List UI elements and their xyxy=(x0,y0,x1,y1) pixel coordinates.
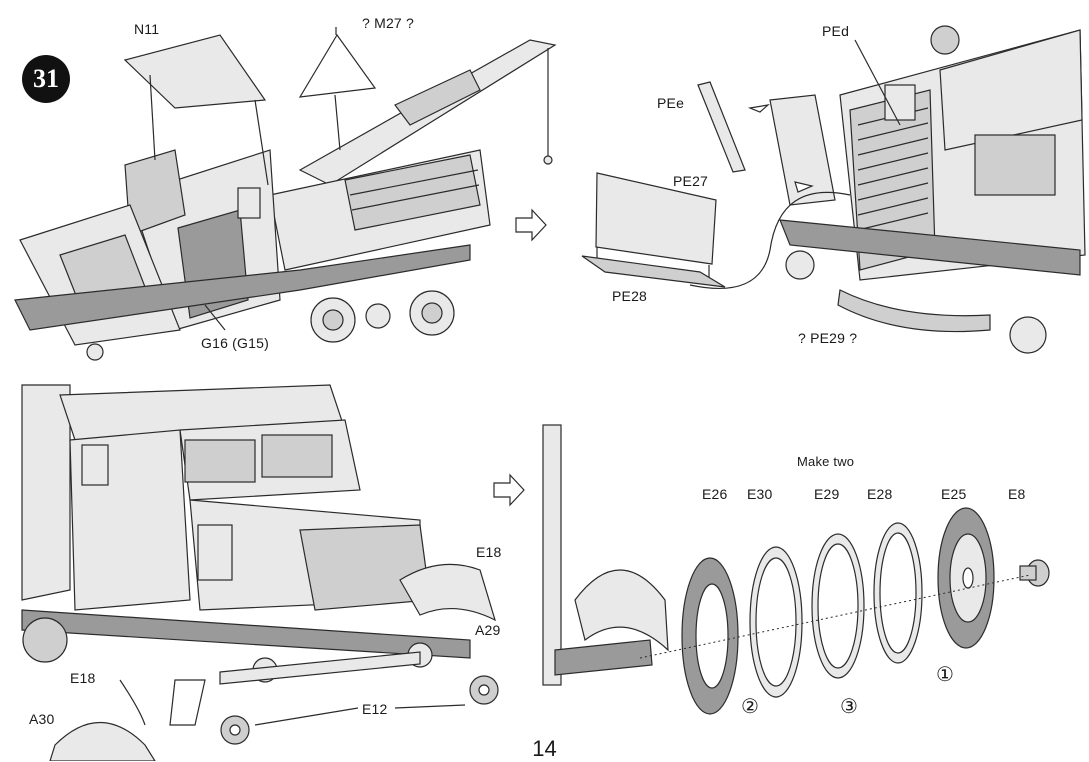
truck-crane-drawing xyxy=(14,27,557,361)
part-label-e8: E8 xyxy=(1008,486,1026,502)
part-label-e29: E29 xyxy=(814,486,840,502)
order-mark-1: ① xyxy=(936,664,955,686)
part-label-n11: N11 xyxy=(134,21,160,37)
part-label-e28: E28 xyxy=(867,486,893,502)
truck-front-drawing xyxy=(21,384,499,761)
part-label-pee: PEe xyxy=(657,95,685,111)
part-label-e18-left: E18 xyxy=(70,670,96,686)
page-number: 14 xyxy=(532,736,557,761)
part-label-a30: A30 xyxy=(29,711,55,727)
part-label-g16: G16 (G15) xyxy=(201,335,269,351)
part-label-pe27: PE27 xyxy=(673,173,709,189)
part-label-pe29: ? PE29 ? xyxy=(798,330,858,346)
order-mark-2: ② xyxy=(741,696,760,718)
part-label-m27: ? M27 ? xyxy=(362,15,414,31)
wheel-exploded-drawing xyxy=(542,424,1050,715)
part-label-a29: A29 xyxy=(475,622,501,638)
part-label-e25: E25 xyxy=(941,486,967,502)
part-label-e18-right: E18 xyxy=(476,544,502,560)
sequence-arrow xyxy=(493,473,525,507)
part-label-ped: PEd xyxy=(822,23,850,39)
instruction-make-two: Make two xyxy=(797,454,855,469)
order-mark-3: ③ xyxy=(840,696,859,718)
engine-radiator-drawing xyxy=(581,25,1086,354)
part-label-e30: E30 xyxy=(747,486,773,502)
part-label-pe28: PE28 xyxy=(612,288,648,304)
part-label-e26: E26 xyxy=(702,486,728,502)
step-number-badge: 31 xyxy=(22,55,70,103)
sequence-arrow xyxy=(515,208,547,242)
part-label-e12: E12 xyxy=(362,701,388,717)
